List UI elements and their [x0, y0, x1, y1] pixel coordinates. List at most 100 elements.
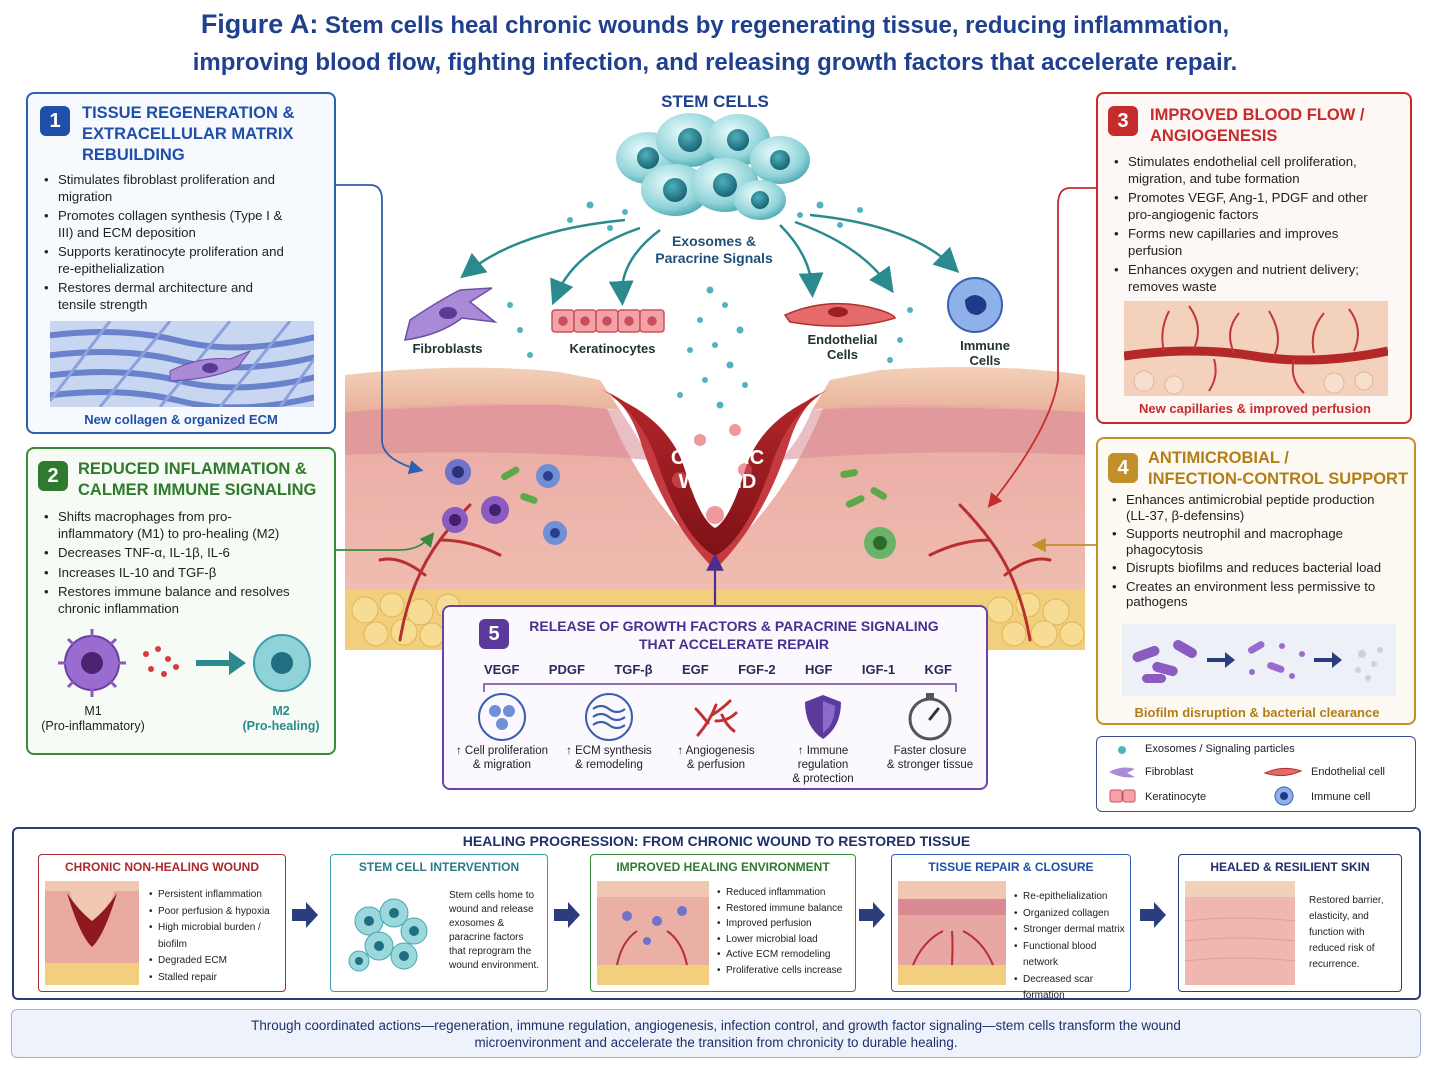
arrow-right-icon — [859, 902, 885, 928]
panel-title-l1: TISSUE REGENERATION & — [82, 104, 295, 122]
immune-cell-icon — [1274, 786, 1294, 806]
immune-cell-illustration — [947, 277, 1003, 333]
stage-item: High microbial burden / biofilm — [149, 920, 285, 953]
immune-label-l1: Immune — [960, 338, 1010, 353]
bullet: Supports keratinocyte proliferation and … — [44, 244, 284, 277]
stage-item: Improved perfusion — [717, 916, 843, 932]
stage-title: CHRONIC NON-HEALING WOUND — [65, 860, 259, 874]
endothelial-label-l2: Cells — [826, 347, 859, 362]
panel-title-l1: ANTIMICROBIAL / — [1148, 449, 1289, 467]
stage-improved-environment: IMPROVED HEALING ENVIRONMENT Reduced inf… — [590, 854, 856, 992]
stage-title: HEALED & RESILIENT SKIN — [1210, 860, 1370, 874]
effect-l2: & stronger tissue — [886, 759, 974, 771]
immune-label-l2: Cells — [969, 353, 1001, 368]
stage-text: Stem cells home to wound and release exo… — [449, 889, 539, 973]
panel-number: 5 — [479, 619, 509, 649]
keratinocytes-illustration — [551, 309, 665, 333]
stage-item: Poor perfusion & hypoxia — [149, 904, 285, 921]
m1-label: M1 (Pro-inflammatory) — [38, 704, 148, 734]
stem-cells-thumbnail — [348, 898, 428, 972]
stage-stem-cell-intervention: STEM CELL INTERVENTION Stem cells home t… — [330, 854, 548, 992]
m2-label: M2 (Pro-healing) — [226, 704, 336, 734]
chronic-wound-l1: CHRONIC — [670, 447, 765, 469]
effect-l2: & remodeling — [575, 759, 643, 771]
stage-item: Stalled repair — [149, 970, 285, 987]
legend: Exosomes / Signaling particles Fibroblas… — [1096, 736, 1416, 812]
collagen-ecm-illustration — [50, 321, 314, 407]
fibroblast-icon — [1109, 767, 1135, 778]
panel-caption: New capillaries & improved perfusion — [1139, 401, 1371, 416]
panel-title-l2: ANGIOGENESIS — [1150, 127, 1278, 145]
tissue-repair-thumbnail — [898, 881, 1006, 985]
factor-egf: EGF — [681, 662, 709, 677]
immune-label: Immune Cells — [945, 338, 1025, 368]
stage-line: exosomes & — [449, 918, 505, 929]
stage-line: that reprogram the — [449, 946, 532, 957]
effect-l2: & protection — [792, 773, 854, 785]
panel-growth-factors: 5 RELEASE OF GROWTH FACTORS & PARACRINE … — [442, 605, 988, 790]
stage-item: Stronger dermal matrix — [1014, 922, 1130, 939]
m2-name: M2 — [272, 704, 290, 718]
effect-cell-proliferation: ↑ Cell proliferation & migration — [450, 690, 554, 786]
panel-bullets: Enhances antimicrobial peptide productio… — [1112, 492, 1382, 613]
stage-title: IMPROVED HEALING ENVIRONMENT — [616, 860, 830, 874]
figure-title: Figure A: Stem cells heal chronic wounds… — [0, 6, 1430, 82]
panel-title-l2: EXTRACELLULAR MATRIX — [82, 125, 294, 143]
bullet: Shifts macrophages from pro-inflammatory… — [44, 509, 304, 542]
panel-caption: Biofilm disruption & bacterial clearance — [1134, 705, 1380, 720]
fibroblast-illustration — [404, 287, 498, 341]
bullet: Supports neutrophil and macrophage phago… — [1112, 526, 1382, 557]
stage-line: elasticity, and — [1309, 911, 1369, 922]
panel-title-l2: CALMER IMMUNE SIGNALING — [78, 481, 317, 499]
panel-antimicrobial: 4 ANTIMICROBIAL / INFECTION-CONTROL SUPP… — [1096, 437, 1416, 725]
shield-icon — [805, 695, 841, 739]
stage-title: STEM CELL INTERVENTION — [358, 860, 520, 874]
immune-cells-in-skin — [442, 459, 896, 559]
bullet: Enhances antimicrobial peptide productio… — [1112, 492, 1382, 523]
exosome-particles — [507, 201, 913, 409]
panel-title: ANTIMICROBIAL / INFECTION-CONTROL SUPPOR… — [1148, 448, 1408, 490]
panel-title-l1: RELEASE OF GROWTH FACTORS & PARACRINE SI… — [529, 618, 939, 634]
bullet: Promotes VEGF, Ang-1, PDGF and other pro… — [1114, 190, 1374, 223]
panel-title-l3: REBUILDING — [82, 146, 185, 164]
growth-factor-list: VEGF PDGF TGF-β EGF FGF-2 HGF IGF-1 KGF — [484, 662, 952, 677]
legend-endothelial: Endothelial cell — [1311, 766, 1385, 778]
stage-item: Active ECM remodeling — [717, 947, 843, 963]
effect-l1: Faster closure — [893, 745, 967, 757]
legend-keratinocyte: Keratinocyte — [1145, 791, 1207, 803]
stage-line: reduced risk of — [1309, 943, 1375, 954]
stage-tissue-repair: TISSUE REPAIR & CLOSURE Re-epithelializa… — [891, 854, 1131, 1001]
stage-item: Decreased scar formation — [1014, 972, 1130, 1005]
m2-macrophage-icon — [253, 634, 311, 692]
m1-name: M1 — [84, 704, 102, 718]
factor-igf-1: IGF-1 — [861, 662, 896, 677]
panel-bullets: Stimulates fibroblast proliferation and … — [44, 172, 284, 316]
stage-items: Reduced inflammation Restored immune bal… — [717, 885, 843, 978]
cells-icon — [478, 693, 526, 741]
panel-number: 3 — [1108, 106, 1138, 136]
arrow-right-icon — [554, 902, 580, 928]
effect-l1: ↑ Immune regulation — [797, 745, 849, 771]
stage-text: Restored barrier, elasticity, and functi… — [1309, 893, 1383, 973]
stage-item: Organized collagen — [1014, 906, 1130, 923]
bullet: Increases IL-10 and TGF-β — [44, 565, 304, 582]
bullet: Enhances oxygen and nutrient delivery; r… — [1114, 262, 1374, 295]
bullet: Restores dermal architecture and tensile… — [44, 280, 284, 313]
chronic-wound-thumbnail — [45, 881, 139, 985]
factor-hgf: HGF — [805, 662, 833, 677]
panel-bullets: Stimulates endothelial cell proliferatio… — [1114, 154, 1374, 298]
exosomes-label-l1: Exosomes & — [671, 233, 757, 249]
keratinocytes-label: Keratinocytes — [569, 341, 656, 356]
stage-line: wound and release — [449, 904, 534, 915]
factor-kgf: KGF — [924, 662, 952, 677]
stage-title: TISSUE REPAIR & CLOSURE — [928, 860, 1094, 874]
stage-chronic-wound: CHRONIC NON-HEALING WOUND Persistent inf… — [38, 854, 286, 992]
panel-title: TISSUE REGENERATION & EXTRACELLULAR MATR… — [82, 103, 294, 166]
bullet: Stimulates endothelial cell proliferatio… — [1114, 154, 1374, 187]
keratinocyte-icon — [1109, 789, 1136, 803]
effect-l2: & migration — [472, 759, 532, 771]
panel-title-l2: THAT ACCELERATE REPAIR — [638, 636, 830, 652]
exosome-icon — [1118, 746, 1126, 754]
panel-bullets: Shifts macrophages from pro-inflammatory… — [44, 509, 304, 620]
stage-line: paracrine factors — [449, 932, 524, 943]
